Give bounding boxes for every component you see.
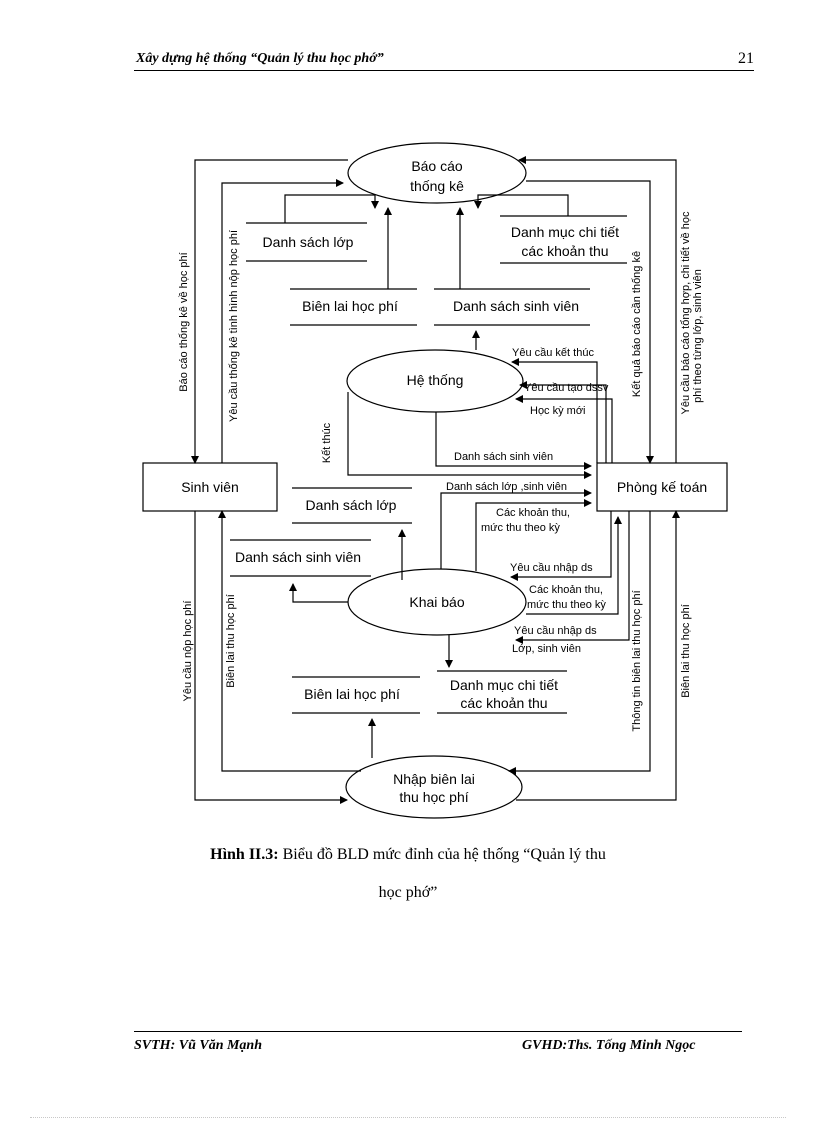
process-he-thong-label: Hệ thống — [407, 372, 464, 388]
flow-sv-bao-cao — [191, 159, 348, 464]
process-bao-cao-label-2: thống kê — [410, 178, 464, 194]
flow-hoc-ky-moi — [515, 395, 613, 463]
entity-sinh-vien-label: Sinh viên — [181, 479, 239, 495]
store-bien-lai-bot-label: Biên lai học phí — [304, 686, 400, 702]
flow-kt-yeu-cau-bc — [518, 156, 677, 463]
store-danh-muc-top-label-2: các khoản thu — [521, 243, 608, 259]
store-bien-lai-top-label: Biên lai học phí — [302, 298, 398, 314]
flow-cac-khoan-thu-2-label-1: Các khoản thu, — [529, 584, 603, 596]
process-khai-bao-label: Khai báo — [409, 594, 464, 610]
flow-yeu-cau-tao-dssv-label: Yêu cầu tạo dssv — [524, 382, 609, 394]
flow-thong-tin-bien-lai-label: Thông tin biên lai thu học phí — [631, 590, 643, 731]
flow-cac-khoan-thu-1 — [475, 499, 592, 571]
flow-ket-thuc-label: Kết thúc — [321, 422, 333, 463]
store-ds-lop-mid-label: Danh sách lớp — [306, 497, 397, 513]
flow-yeu-cau-nhap-ds-2-label: Yêu cầu nhập ds — [514, 625, 597, 637]
process-bao-cao — [347, 142, 527, 204]
store-danh-muc-bot-label-2: các khoản thu — [460, 695, 547, 711]
store-danh-muc-top-label-1: Danh mục chi tiết — [511, 224, 619, 240]
flow-cac-khoan-thu-1-label-1: Các khoản thu, — [496, 507, 570, 519]
store-danh-muc-bot-label-1: Danh mục chi tiết — [450, 677, 558, 693]
flow-yeu-cau-nop-label: Yêu cầu nộp học phí — [182, 601, 194, 702]
flow-thong-tin-bien-lai — [508, 511, 651, 775]
flow-sv-bao-cao-label: Báo cáo thống kê về học phí — [178, 252, 190, 391]
flow-yeu-cau-nhap-ds-2 — [515, 511, 630, 644]
store-ds-sv-mid-label: Danh sách sinh viên — [235, 549, 361, 565]
store-ds-lop-top-label: Danh sách lớp — [263, 234, 354, 250]
flow-kt-yeu-cau-bc-label-1: Yêu cầu báo cáo tổng hợp, chi tiết về họ… — [680, 211, 692, 414]
process-nhap-bien-lai-label-1: Nhập biên lai — [393, 771, 475, 787]
flow-hoc-ky-moi-label: Học kỳ mới — [530, 405, 586, 417]
flow-bien-lai-left — [218, 510, 361, 772]
flow-yeu-cau-ket-thuc-label: Yêu cầu kết thúc — [512, 347, 594, 359]
flow-sv-yeu-cau-tk — [221, 179, 344, 463]
footer-supervisor: GVHD:Ths. Tống Minh Ngọc — [522, 1038, 696, 1053]
flow-kt-ket-qua — [526, 180, 654, 464]
figure-caption-label: Hình II.3: — [210, 846, 279, 863]
store-ds-sv-top-label: Danh sách sinh viên — [453, 298, 579, 314]
page-number: 21 — [738, 50, 754, 67]
flow-yeu-cau-nop — [194, 511, 348, 804]
entity-phong-ke-toan — [596, 462, 728, 512]
flow-cac-khoan-thu-1-label-2: mức thu theo kỳ — [481, 522, 560, 534]
flow-yeu-cau-nhap-ds-1-label: Yêu cầu nhập ds — [510, 562, 593, 574]
flow-ds-lop-sinh-vien — [440, 489, 592, 569]
flow-store-ds-lop-to-bao-cao — [284, 194, 379, 223]
process-nhap-bien-lai — [345, 755, 523, 819]
flow-bien-lai-right — [516, 510, 680, 801]
process-bao-cao-label-1: Báo cáo — [411, 158, 463, 174]
figure-caption-line2: học phớ” — [378, 884, 438, 901]
header-rule — [134, 70, 754, 71]
entity-phong-ke-toan-label: Phòng kế toán — [617, 479, 707, 495]
flow-kt-yeu-cau-bc-label-2: phí theo từng lớp, sinh viên — [692, 269, 704, 403]
flow-cac-khoan-thu-2-label-2: mức thu theo kỳ — [527, 599, 606, 611]
flow-yeu-cau-nhap-ds-1 — [510, 511, 612, 581]
flow-ds-lop-sinh-vien-label: Danh sách lớp ,sinh viên — [446, 481, 567, 493]
figure-caption: Hình II.3: Biểu đồ BLD mức đỉnh của hệ t… — [0, 846, 816, 864]
process-nhap-bien-lai-label-2: thu học phí — [399, 789, 468, 805]
flow-yeu-cau-tao-dssv — [519, 381, 607, 463]
flow-yeu-cau-ket-thuc — [511, 358, 598, 463]
figure-caption-text: Biểu đồ BLD mức đỉnh của hệ thống “Quản … — [278, 846, 606, 863]
flow-kt-ket-qua-label: Kết quả báo cáo cần thống kê — [631, 251, 643, 397]
page-bottom-separator — [30, 1117, 786, 1118]
flow-khai-bao-to-ds-sv — [289, 583, 348, 603]
flow-ds-sinh-vien — [435, 412, 592, 470]
flow-bien-lai-left-label: Biên lai thu học phí — [225, 594, 237, 688]
flow-bien-lai-right-label: Biên lai thu học phí — [680, 604, 692, 698]
flow-ket-thuc — [347, 392, 592, 479]
flow-cac-khoan-thu-2 — [526, 516, 622, 615]
footer-rule — [134, 1031, 742, 1032]
entity-sinh-vien — [142, 462, 278, 512]
flow-sv-yeu-cau-tk-label: Yêu cầu thống kê tình hình nộp học phí — [228, 230, 240, 422]
flow-store-danh-muc-to-bao-cao — [474, 194, 569, 216]
footer-author: SVTH: Vũ Văn Mạnh — [134, 1038, 262, 1053]
flow-lop-sinh-vien-label: Lớp, sinh viên — [512, 643, 581, 655]
header-title: Xây dựng hệ thống “Quản lý thu học phớ” — [136, 51, 384, 66]
flow-ds-sinh-vien-label: Danh sách sinh viên — [454, 451, 553, 463]
